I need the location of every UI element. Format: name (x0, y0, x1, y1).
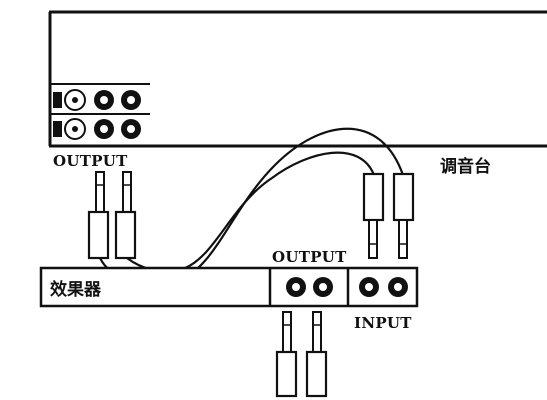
mixer-output-jack (121, 119, 141, 139)
plug-left (362, 172, 385, 259)
plug-left (275, 311, 298, 398)
cables (99, 127, 405, 286)
effects-body (39, 266, 419, 308)
effects-output-jack (313, 277, 333, 297)
plug-right (392, 172, 415, 259)
effects-unit-label: 效果器 (50, 279, 102, 300)
mixer-xlr-jack (53, 118, 86, 140)
mixer-output-label: OUTPUT (53, 152, 128, 170)
plug-right (114, 171, 137, 260)
plug-left (87, 171, 110, 260)
mixer-label: 调音台 (440, 156, 491, 177)
effects-input-label: INPUT (354, 314, 412, 332)
effects-input-plugs (362, 172, 415, 259)
mixer-output-jack (94, 90, 114, 110)
effects-panel: 效果器 (39, 266, 419, 308)
effects-output-label: OUTPUT (272, 248, 347, 266)
cable-outer (99, 127, 405, 286)
plug-right (305, 311, 328, 398)
effects-output-jack (286, 277, 306, 297)
mixer-output-jack (94, 119, 114, 139)
effects-input-jack (388, 277, 408, 297)
mixer-xlr-jack (53, 89, 86, 111)
mixer-output-jack (121, 90, 141, 110)
effects-output-plugs (275, 311, 328, 398)
effects-input-jack (359, 277, 379, 297)
mixer-panel: OUTPUT 调音台 (48, 10, 547, 177)
mixer-output-plugs (87, 171, 137, 260)
